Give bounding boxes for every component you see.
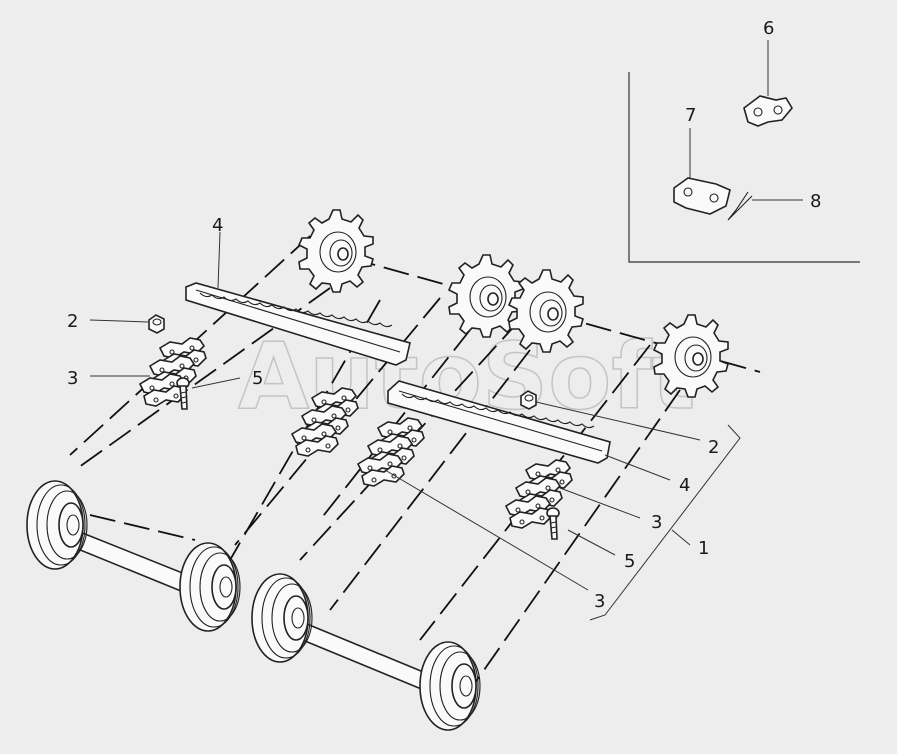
guide-rail [185,282,411,366]
callout-3: 3 [594,591,605,612]
callout-5: 5 [624,551,635,572]
callout-3: 3 [651,512,662,533]
inset-frame [628,72,860,263]
callout-4: 4 [679,475,690,496]
callout-8: 8 [810,191,821,212]
callout-2: 2 [708,437,719,458]
callout-labels: 1 2 2 3 3 3 4 4 5 5 6 7 8 [67,18,821,612]
chain-segment [506,460,572,528]
callout-5: 5 [252,368,263,389]
leader-lines [89,40,803,621]
guide-rail [387,380,611,464]
sprocket [298,209,374,293]
chain-link [673,177,731,215]
bolt [546,507,560,540]
chain-segment [140,338,206,406]
spring-clip [727,191,753,221]
assembly-lines [69,235,761,691]
callout-2: 2 [67,311,78,332]
nut [148,314,165,334]
callout-7: 7 [685,105,696,126]
wheel-axle-assembly [26,480,241,632]
connecting-link [743,95,793,127]
nut [520,390,537,410]
wheel-axle-assembly [251,573,481,731]
callout-6: 6 [763,18,774,39]
callout-4: 4 [212,215,223,236]
callout-1: 1 [698,538,709,559]
callout-3: 3 [67,368,78,389]
